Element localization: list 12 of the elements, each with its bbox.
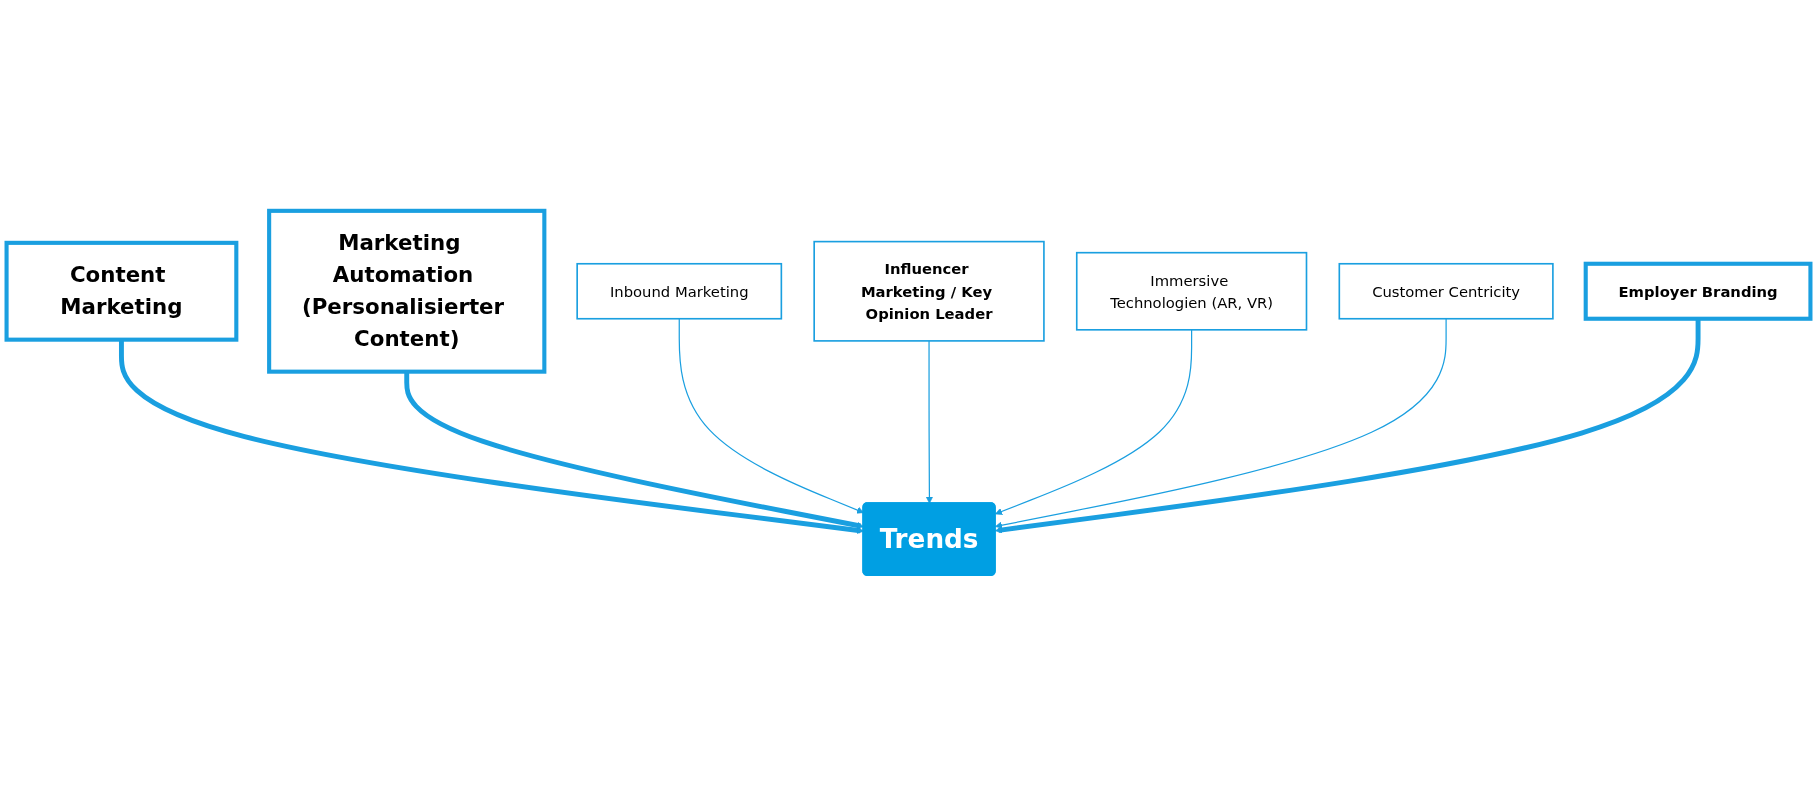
arrow bbox=[995, 329, 1193, 515]
arrow bbox=[995, 318, 1701, 534]
node-box: Content Marketing bbox=[4, 240, 239, 342]
node-box: Influencer Marketing / Key Opinion Leader bbox=[813, 240, 1045, 342]
arrow bbox=[995, 318, 1447, 529]
node-box: Inbound Marketing bbox=[576, 262, 783, 320]
node-box: Immersive Technologien (AR, VR) bbox=[1075, 251, 1308, 331]
node-box: Marketing Automation (Personalisierter Content) bbox=[267, 208, 547, 374]
node-box: Customer Centricity bbox=[1338, 262, 1554, 320]
arrow bbox=[678, 318, 864, 514]
node-box: Employer Branding bbox=[1583, 261, 1813, 321]
arrow bbox=[925, 340, 934, 504]
